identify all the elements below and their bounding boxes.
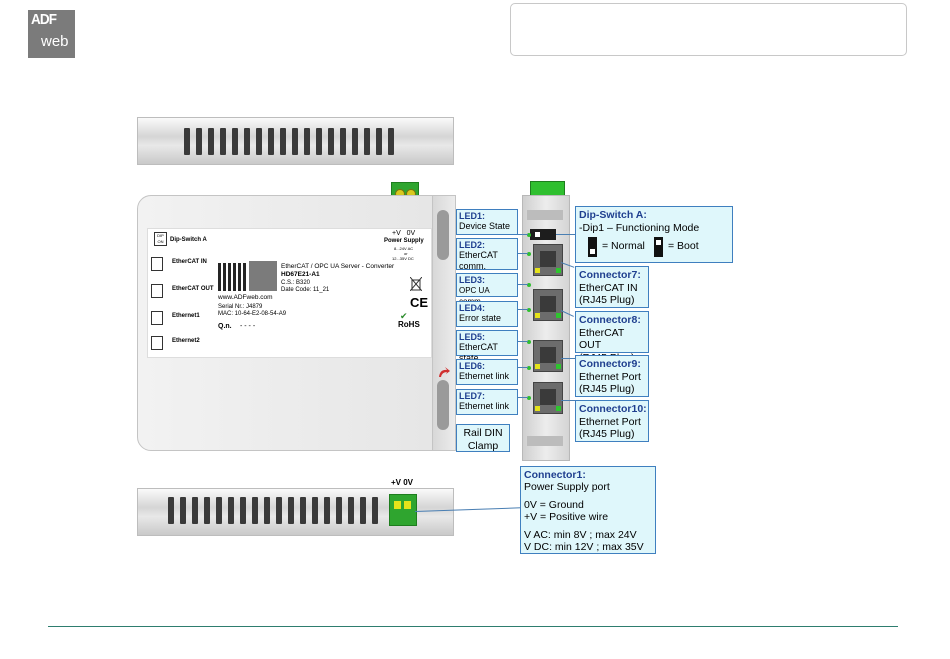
bottom-power-label: +V 0V: [391, 478, 414, 487]
device-cs: C.S.: B320: [281, 280, 311, 286]
led7-callout: LED7:Ethernet link: [456, 389, 518, 415]
label-ethercat-out: EtherCAT OUT: [172, 286, 214, 292]
side-slot-top: [437, 210, 449, 260]
rj45-connector7: [533, 244, 563, 276]
ethercat-in-port-icon: [151, 257, 163, 271]
footer-divider: [48, 626, 898, 627]
led1-indicator: [527, 233, 531, 237]
front-top-slot: [527, 210, 563, 220]
connector8-callout: Connector8:EtherCAT OUT(RJ45 Plug): [575, 311, 649, 364]
dip-normal-icon: [588, 237, 597, 257]
led4-callout: LED4:Error state: [456, 301, 518, 327]
device-title: EtherCAT / OPC UA Server - Converter: [281, 263, 395, 270]
side-slot-bottom: [437, 380, 449, 430]
weee-bin-icon: [409, 276, 423, 296]
qn-value: - - - -: [240, 323, 256, 330]
rohs-check-icon: ✔: [400, 311, 408, 321]
device-date-code: Date Code: 11_21: [281, 287, 330, 293]
power-terminal-bottom: [389, 494, 417, 526]
dip-normal-label: = Normal: [602, 240, 645, 252]
device-website: www.ADFweb.com: [218, 294, 273, 301]
led4-indicator: [527, 308, 531, 312]
header-box: [510, 3, 907, 56]
label-ethernet1: Ethernet1: [172, 313, 200, 319]
led5-callout: LED5:EtherCAT state: [456, 330, 518, 363]
adfweb-small-logo: [249, 261, 277, 291]
dip-switch-callout: Dip-Switch A: -Dip1 – Functioning Mode =…: [575, 206, 733, 263]
power-supply-label: Power Supply: [384, 238, 424, 244]
power-terminal-labels: +V 0V: [392, 230, 416, 237]
label-ethernet2: Ethernet2: [172, 338, 200, 344]
rail-clamp-arrow-icon: [438, 366, 450, 378]
led3-indicator: [527, 283, 531, 287]
device-serial: Serial Nr.: J4879: [218, 304, 263, 310]
led7-indicator: [527, 396, 531, 400]
rail-din-clamp-callout: Rail DIN Clamp: [456, 424, 510, 452]
top-rail-vents: [184, 128, 394, 155]
label-ethercat-in: EtherCAT IN: [172, 259, 207, 265]
rj45-connector10: [533, 382, 563, 414]
dip-boot-label: = Boot: [668, 240, 699, 252]
qr-code: [218, 263, 246, 291]
bottom-rail-vents: [168, 497, 378, 524]
qn-label: Q.n.: [218, 323, 232, 330]
led2-indicator: [527, 252, 531, 256]
connector7-callout: Connector7:EtherCAT IN(RJ45 Plug): [575, 266, 649, 308]
led5-indicator: [527, 340, 531, 344]
device-label-plate: DIP ON Dip-Switch A EtherCAT IN EtherCAT…: [147, 228, 432, 358]
connector1-callout: Connector1: Power Supply port 0V = Groun…: [520, 466, 656, 554]
led1-callout: LED1:Device State: [456, 209, 518, 235]
power-or: or: [404, 251, 408, 256]
led3-callout: LED3:OPC UA comm.: [456, 273, 518, 306]
ce-mark: CE: [410, 295, 429, 310]
adfweb-logo: ADF web: [28, 10, 75, 58]
dip-switch-front: [530, 229, 556, 240]
led6-callout: LED6:Ethernet link: [456, 359, 518, 385]
rj45-connector8: [533, 289, 563, 321]
dip-switch-mini-icon: DIP ON: [154, 232, 167, 246]
power-ac-range: 8...24V AC: [394, 246, 414, 251]
rohs-mark: RoHS: [398, 320, 420, 329]
led6-indicator: [527, 366, 531, 370]
device-mac: MAC: 10-64-E2-08-54-A9: [218, 311, 287, 317]
device-model: HD67E21-A1: [281, 271, 320, 278]
ethercat-out-port-icon: [151, 284, 163, 298]
ethernet1-port-icon: [151, 311, 163, 325]
rj45-connector9: [533, 340, 563, 372]
connector10-callout: Connector10:Ethernet Port(RJ45 Plug): [575, 400, 649, 442]
power-dc-range: 12...35V DC: [392, 256, 414, 261]
label-dip-switch: Dip-Switch A: [170, 237, 207, 243]
dip-boot-icon: [654, 237, 663, 257]
ethernet2-port-icon: [151, 336, 163, 350]
top-din-rail: [137, 117, 454, 165]
led2-callout: LED2:EtherCAT comm.: [456, 238, 518, 271]
connector9-callout: Connector9:Ethernet Port(RJ45 Plug): [575, 355, 649, 397]
front-bottom-slot: [527, 436, 563, 446]
